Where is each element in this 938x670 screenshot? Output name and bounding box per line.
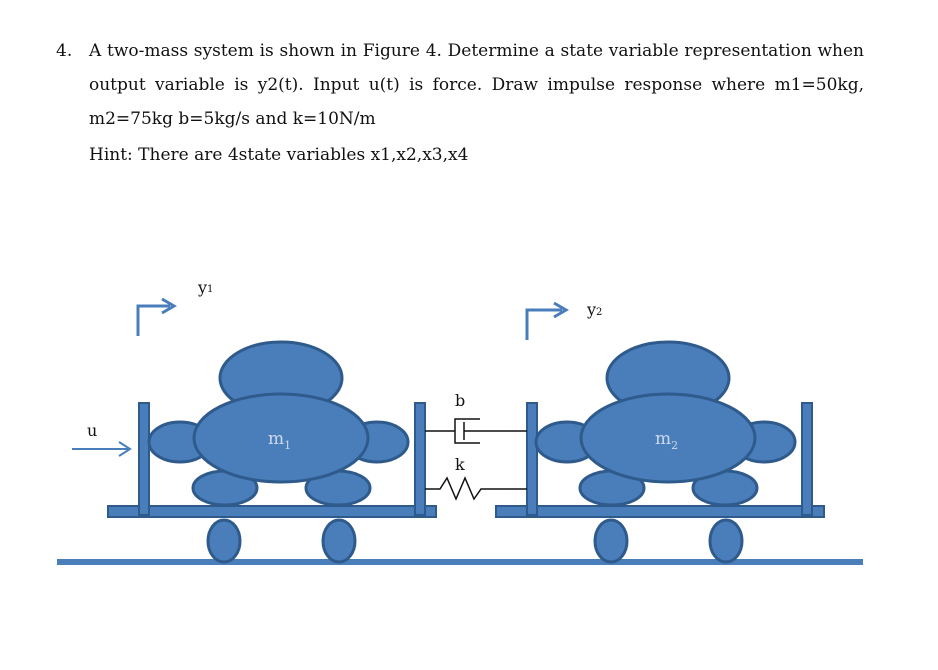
cart-2-wheel-left bbox=[593, 518, 629, 564]
cart-2: m2 bbox=[495, 340, 825, 564]
cart-2-right-post bbox=[801, 402, 813, 516]
cart-1-wheel-left bbox=[206, 518, 242, 564]
y2-label: y2 bbox=[586, 300, 602, 319]
mass-1-body bbox=[192, 392, 370, 484]
ground-line bbox=[57, 559, 863, 565]
cart-2-wheel-right bbox=[708, 518, 744, 564]
problem-text: 4. A two-mass system is shown in Figure … bbox=[56, 34, 864, 172]
mass-1-label: m1 bbox=[268, 429, 291, 452]
cart-1-left-post bbox=[138, 402, 150, 516]
cart-1: m1 bbox=[107, 340, 437, 564]
problem-hint: Hint: There are 4state variables x1,x2,x… bbox=[89, 145, 469, 165]
y1-arrow bbox=[136, 297, 177, 336]
cart-1-right-post bbox=[414, 402, 426, 516]
cart-2-left-post bbox=[526, 402, 538, 516]
y1-label: y1 bbox=[197, 278, 213, 297]
damper bbox=[425, 418, 527, 444]
mass-2-body bbox=[579, 392, 757, 484]
y2-arrow bbox=[525, 301, 569, 340]
input-force-arrow bbox=[72, 441, 132, 457]
input-u-label: u bbox=[87, 421, 97, 440]
cart-2-platform bbox=[495, 505, 825, 518]
spring-label: k bbox=[455, 455, 465, 474]
spring bbox=[425, 476, 527, 501]
mass-2-label: m2 bbox=[655, 429, 678, 452]
cart-1-wheel-right bbox=[321, 518, 357, 564]
damper-label: b bbox=[455, 391, 465, 410]
cart-1-platform bbox=[107, 505, 437, 518]
problem-number: 4. bbox=[56, 41, 73, 61]
problem-statement: A two-mass system is shown in Figure 4. … bbox=[89, 41, 864, 129]
